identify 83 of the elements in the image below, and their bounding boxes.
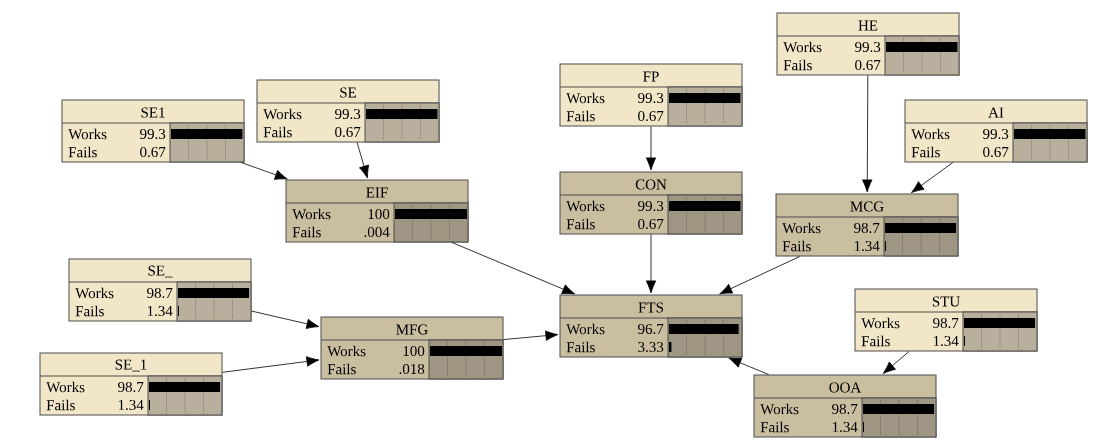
arrow	[451, 242, 575, 295]
state-label: Works	[68, 128, 107, 140]
probability-value: 99.3	[638, 92, 664, 104]
arrow	[911, 162, 954, 193]
state-label: Fails	[783, 59, 812, 71]
state-label: Fails	[760, 421, 789, 433]
state-label: Works	[566, 200, 605, 212]
probability-value: 99.3	[983, 128, 1009, 140]
probability-value: 99.3	[140, 128, 166, 140]
probability-value: 100	[403, 345, 425, 357]
state-label: Fails	[861, 335, 890, 347]
state-label: Works	[46, 381, 85, 393]
probability-value: 1.34	[147, 305, 173, 317]
probability-value: 98.7	[832, 403, 858, 415]
probability-value: 98.7	[147, 287, 173, 299]
probability-value: 3.33	[638, 341, 664, 353]
probability-value: 100	[368, 208, 390, 220]
probability-value: 0.67	[638, 218, 664, 230]
probability-value: 1.34	[832, 421, 858, 433]
arrow	[645, 126, 657, 171]
arrow	[862, 75, 873, 193]
probability-value: 98.7	[933, 317, 959, 329]
node-title: SE_1	[115, 359, 147, 372]
state-label: Works	[292, 208, 331, 220]
probability-value: 0.67	[638, 110, 664, 122]
arrow	[251, 310, 320, 329]
probability-value: 96.7	[638, 323, 664, 335]
probability-value: 1.34	[933, 335, 959, 347]
state-label: Works	[75, 287, 114, 299]
node-title: OOA	[829, 382, 862, 393]
state-label: Works	[327, 345, 366, 357]
state-label: Fails	[782, 240, 811, 252]
node-title: FP	[643, 71, 659, 82]
probability-value: 0.67	[140, 146, 166, 158]
state-label: Fails	[75, 305, 104, 317]
state-label: Fails	[68, 146, 97, 158]
arrow	[503, 330, 559, 341]
state-label: Fails	[327, 363, 356, 375]
state-label: Fails	[292, 226, 321, 238]
probability-value: 0.67	[855, 59, 881, 71]
arrow	[882, 351, 910, 374]
state-label: Fails	[46, 399, 75, 411]
node-title: CON	[635, 179, 667, 190]
node-title: SE	[340, 87, 356, 98]
node-title: MFG	[396, 324, 428, 335]
probability-value: 0.67	[335, 126, 361, 138]
state-label: Fails	[566, 110, 595, 122]
state-label: Works	[783, 41, 822, 53]
arrow	[356, 142, 370, 179]
probability-value: 1.34	[118, 399, 144, 411]
state-label: Works	[566, 323, 605, 335]
state-label: Works	[760, 403, 799, 415]
probability-value: 0.67	[983, 146, 1009, 158]
node-title: MCG	[850, 201, 884, 212]
node-title: HE	[858, 20, 878, 31]
node-title: EIF	[366, 187, 388, 198]
state-label: Works	[911, 128, 950, 140]
node-title: SE_	[148, 265, 173, 278]
probability-value: 99.3	[638, 200, 664, 212]
arrow	[719, 256, 801, 295]
state-label: Works	[861, 317, 900, 329]
state-label: Fails	[263, 126, 292, 138]
probability-value: 99.3	[335, 108, 361, 120]
probability-value: 98.7	[118, 381, 144, 393]
probability-value: .018	[399, 363, 425, 375]
probability-value: .004	[364, 226, 390, 238]
probability-value: 99.3	[855, 41, 881, 53]
state-label: Works	[263, 108, 302, 120]
arrow	[240, 162, 288, 180]
node-title: FTS	[638, 302, 663, 313]
state-label: Fails	[911, 146, 940, 158]
arrow	[728, 357, 770, 375]
node-title: SE1	[141, 107, 165, 118]
arrow	[645, 234, 657, 294]
arrow	[222, 356, 320, 373]
state-label: Fails	[566, 341, 595, 353]
probability-value: 1.34	[854, 240, 880, 252]
state-label: Works	[782, 222, 821, 234]
state-label: Fails	[566, 218, 595, 230]
state-label: Works	[566, 92, 605, 104]
node-title: STU	[932, 296, 960, 307]
node-title: AI	[988, 107, 1004, 118]
probability-value: 98.7	[854, 222, 880, 234]
